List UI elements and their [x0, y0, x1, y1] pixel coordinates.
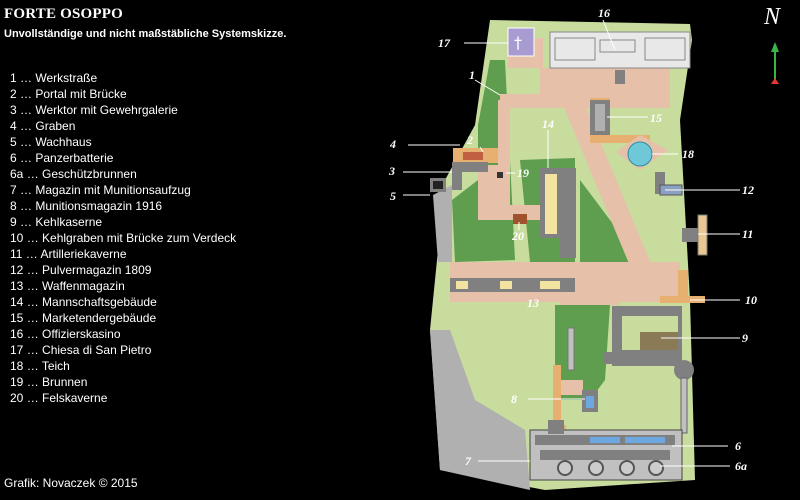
artillery-cavern — [682, 228, 698, 242]
rock-area — [433, 185, 452, 262]
rock-cavern — [513, 214, 527, 224]
legend-item: 9 … Kehlkaserne — [10, 215, 103, 229]
legend-item: 10 … Kehlgraben mit Brücke zum Verdeck — [10, 231, 237, 245]
legend-item: 3 … Werktor mit Gewehrgalerie — [10, 103, 178, 117]
map-label-17: 17 — [438, 36, 451, 50]
legend-item: 17 … Chiesa di San Pietro — [10, 343, 152, 357]
church-cross: † — [514, 33, 522, 52]
leader-lines — [403, 19, 740, 467]
map-label-9: 9 — [742, 331, 748, 345]
gate-building — [452, 162, 488, 172]
guard-house-door — [433, 181, 443, 189]
map-label-13: 13 — [527, 296, 539, 310]
map-label-15: 15 — [650, 111, 662, 125]
officer-casino — [549, 31, 691, 69]
marketender-roof — [595, 104, 605, 131]
barracks-corridor — [680, 377, 688, 434]
rock-area — [430, 330, 530, 490]
weapon-magazine-room — [540, 281, 560, 289]
legend-item: 8 … Munitionsmagazin 1916 — [10, 199, 163, 213]
barracks-wing — [604, 352, 618, 364]
map-label-19: 19 — [517, 166, 529, 180]
map-label-5: 5 — [390, 189, 396, 203]
gun-well — [648, 460, 664, 476]
map-label-18: 18 — [682, 147, 694, 161]
map-label-6a: 6a — [735, 459, 747, 473]
map-label-11: 11 — [742, 227, 753, 241]
map-label-4: 4 — [389, 137, 396, 151]
ammo-magazine-room — [586, 396, 594, 408]
legend-item: 1 … Werkstraße — [10, 71, 98, 85]
legend-item: 14 … Mannschaftsgebäude — [10, 295, 157, 309]
map-label-2: 2 — [466, 133, 473, 147]
barracks-turret — [674, 360, 694, 380]
battery-corridor — [540, 450, 670, 460]
slope-area — [580, 180, 665, 270]
battery-room — [625, 437, 665, 443]
map-label-20: 20 — [511, 229, 524, 243]
gun-well — [619, 460, 635, 476]
team-building-interior — [545, 174, 557, 234]
weapon-magazine-room — [456, 281, 468, 289]
legend-list: 1 … Werkstraße 2 … Portal mit Brücke 3 …… — [10, 70, 236, 406]
map-label-10: 10 — [745, 293, 757, 307]
map-label-3: 3 — [388, 164, 395, 178]
well — [497, 172, 503, 178]
map-label-7: 7 — [465, 454, 472, 468]
legend-item: 5 … Wachhaus — [10, 135, 92, 149]
page-title: FORTE OSOPPO — [4, 6, 123, 22]
battery-room — [590, 437, 620, 443]
north-arrow-icon — [771, 42, 779, 84]
map-label-12: 12 — [742, 183, 754, 197]
legend-item: 4 … Graben — [10, 119, 76, 133]
weapon-magazine-room — [500, 281, 512, 289]
legend-item: 6a … Geschützbrunnen — [10, 167, 137, 181]
map-label-14: 14 — [542, 117, 554, 131]
legend-item: 15 … Marketendergebäude — [10, 311, 157, 325]
barracks-wing — [620, 350, 680, 364]
gun-well — [557, 460, 573, 476]
legend-item: 7 … Magazin mit Munitionsaufzug — [10, 183, 191, 197]
legend-item: 16 … Offizierskasino — [10, 327, 121, 341]
legend-item: 11 … Artilleriekaverne — [10, 247, 127, 261]
barracks-corridor — [567, 327, 575, 371]
legend-item: 13 … Waffenmagazin — [10, 279, 125, 293]
legend-item: 18 … Teich — [10, 359, 70, 373]
casino-wing — [599, 39, 636, 53]
gate-wall — [452, 172, 462, 190]
gun-wells — [557, 460, 664, 476]
map-label-16: 16 — [598, 6, 610, 20]
church-building — [507, 27, 535, 57]
casino-wing — [554, 37, 596, 61]
legend-item: 2 … Portal mit Brücke — [10, 87, 127, 101]
legend-item: 6 … Panzerbatterie — [10, 151, 114, 165]
north-symbol: N — [763, 4, 782, 30]
map-label-1: 1 — [469, 68, 475, 82]
casino-wing — [644, 37, 686, 61]
map-label-6: 6 — [735, 439, 741, 453]
legend-item: 19 … Brunnen — [10, 375, 88, 389]
gun-well — [588, 460, 604, 476]
powder-magazine — [655, 172, 665, 194]
legend-item: 20 … Felskaverne — [10, 391, 108, 405]
pond — [627, 141, 653, 167]
map-label-8: 8 — [511, 392, 517, 406]
ammunition-magazine — [548, 420, 564, 434]
casino-stairs — [615, 70, 625, 84]
legend-item: 12 … Pulvermagazin 1809 — [10, 263, 152, 277]
credit-text: Grafik: Novaczek © 2015 — [4, 476, 138, 490]
cavern-gallery — [697, 214, 708, 256]
page-subtitle: Unvollständige und nicht maßstäbliche Sy… — [4, 28, 287, 40]
team-building-wall — [560, 168, 576, 258]
portal-bridge — [463, 152, 483, 160]
